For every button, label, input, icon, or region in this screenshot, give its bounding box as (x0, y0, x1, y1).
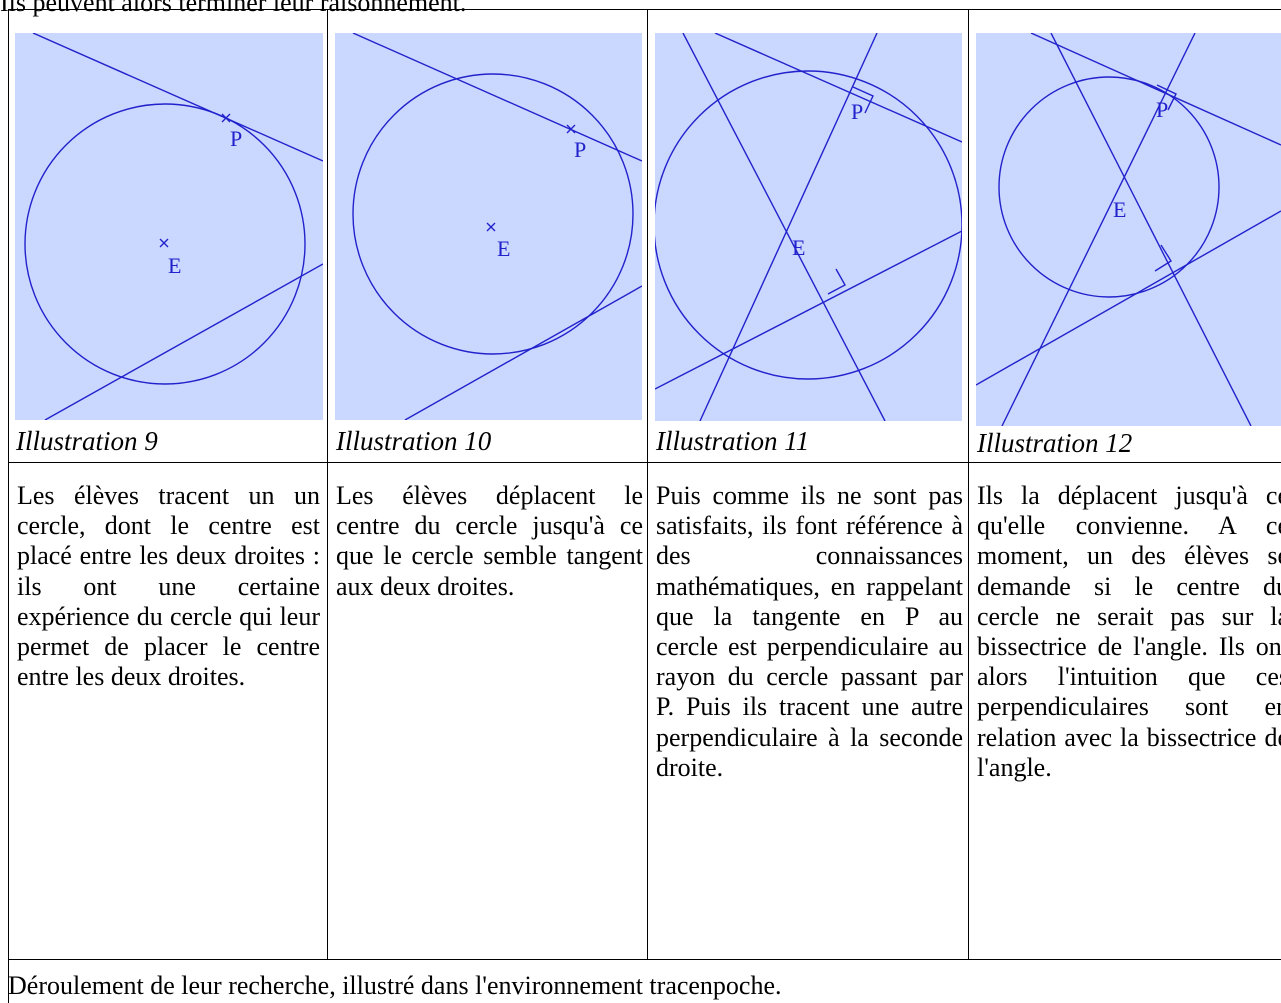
second-line (44, 263, 323, 420)
center-e-marker (159, 238, 169, 248)
table-divider-2 (647, 9, 648, 960)
center-e-label: E (1113, 197, 1126, 222)
illustration-10-caption: Illustration 10 (336, 426, 492, 456)
circle (998, 76, 1220, 298)
right-angle-mark-1 (1156, 84, 1177, 111)
illustration-10-drawing: P E (352, 33, 642, 420)
illustration-12-caption: Illustration 12 (977, 428, 1133, 458)
illustration-9-caption: Illustration 9 (16, 426, 158, 456)
point-p-marker (221, 113, 231, 123)
radius-perpendicular (1001, 33, 1196, 426)
illustration-11-description: Puis comme ils ne sont pas satisfaits, i… (656, 481, 963, 782)
illustration-12-figure: P E (976, 33, 1281, 426)
illustration-11-caption: Illustration 11 (656, 426, 810, 456)
table-divider-3 (968, 9, 969, 960)
intro-text: Ils peuvent alors terminer leur raisonne… (0, 0, 467, 17)
circle (352, 73, 634, 355)
first-line (352, 33, 642, 162)
right-angle-mark-2 (1154, 244, 1172, 272)
illustration-10-figure: P E (335, 33, 642, 420)
second-line (655, 230, 962, 390)
first-line (32, 33, 323, 162)
point-p-label: P (851, 99, 863, 124)
illustration-9-figure: P E (15, 33, 323, 420)
circle (655, 70, 962, 380)
table-border-top (8, 9, 1281, 10)
center-e-marker (486, 222, 496, 232)
tangent-line (1030, 33, 1281, 146)
circle (24, 103, 306, 385)
point-p-label: P (1156, 97, 1168, 122)
center-e-label: E (497, 236, 510, 261)
table-divider-1 (327, 9, 328, 960)
illustration-12-description: Ils la déplacent jusqu'à ce qu'elle conv… (977, 481, 1281, 782)
table-border-left (8, 9, 9, 1003)
table-border-mid (8, 462, 1281, 463)
illustration-10-description: Les élèves déplacent le centre du cercle… (336, 481, 643, 601)
right-angle-mark-1 (852, 86, 874, 114)
tangent-line (714, 33, 962, 143)
center-e-label: E (168, 253, 181, 278)
point-p-label: P (230, 126, 242, 151)
second-perpendicular (682, 33, 886, 421)
right-angle-mark-2 (827, 268, 846, 295)
bisector (1050, 33, 1252, 426)
second-line (404, 285, 642, 420)
illustration-11-figure: P E (655, 33, 962, 421)
table-caption: Déroulement de leur recherche, illustré … (8, 971, 782, 1000)
illustration-9-description: Les élèves tracent un un cercle, dont le… (17, 481, 320, 692)
center-e-label: E (792, 235, 805, 260)
table-border-low (8, 959, 1281, 960)
illustration-11-drawing: P E (655, 33, 962, 421)
second-line (976, 210, 1281, 386)
point-p-marker (566, 124, 576, 134)
illustration-9-drawing: P E (24, 33, 323, 420)
radius-perpendicular (699, 33, 878, 421)
illustration-12-drawing: P E (976, 33, 1281, 426)
point-p-label: P (574, 137, 586, 162)
